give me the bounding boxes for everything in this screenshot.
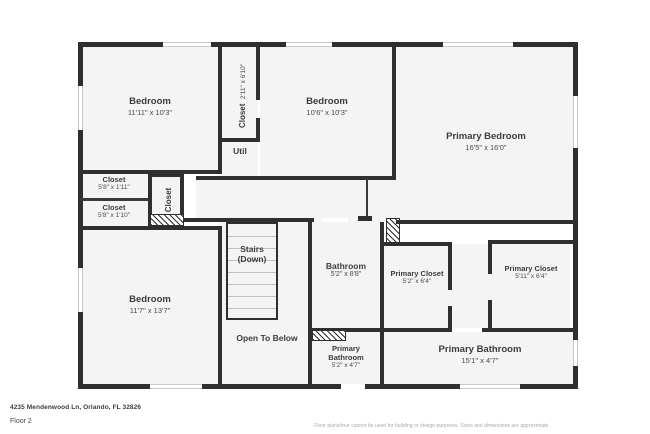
interior-wall-primary-closet-1-top: [384, 242, 452, 246]
door-head-primary-bedroom: [358, 216, 372, 221]
room-fill-primary-bath-sm: [312, 332, 380, 386]
exterior-wall-left: [78, 42, 83, 389]
interior-wall-primary-bath-sm-right: [380, 332, 384, 386]
room-fill-bathroom: [312, 222, 380, 332]
door-opening-primary-bath-lg: [452, 328, 482, 332]
floor-plan-canvas: Bedroom 11'11" x 10'3" Closet 2'11" x 6'…: [78, 42, 578, 389]
room-fill-hall: [196, 178, 396, 222]
interior-wall-closet-top-right-upper: [256, 44, 260, 100]
stair-tread: [228, 296, 276, 297]
window-top-primary-bedroom: [443, 42, 513, 47]
interior-wall-closet-w-right: [148, 172, 152, 228]
stair-tread: [228, 260, 276, 261]
stair-tread: [228, 272, 276, 273]
interior-wall-primary-closet-2-left-upper: [488, 240, 492, 274]
interior-wall-bedroom-nw-right: [218, 44, 222, 174]
closet-shelf-hatch-mid: [150, 214, 184, 226]
interior-wall-primary-closet-1-right-lower: [448, 306, 452, 332]
room-fill-bedroom-sw: [80, 228, 220, 386]
primary-closet-shelf-hatch: [386, 218, 400, 246]
interior-wall-primary-closet-1-right-upper: [448, 242, 452, 290]
window-right-primary-bath: [573, 340, 578, 366]
footer-bar: 4235 Mendenwood Ln, Orlando, FL 32826 Fl…: [0, 396, 650, 434]
door-jamb-primary-bedroom: [366, 178, 368, 218]
door-opening-primary-bath-sm: [341, 384, 365, 389]
label-closet-mid-vert: Closet: [164, 187, 173, 213]
stair-tread: [228, 308, 276, 309]
room-fill-bedroom-n: [260, 44, 394, 178]
window-top-bedroom-nw: [163, 42, 211, 47]
room-fill-closet-top: [222, 44, 258, 140]
disclaimer-text: Floor plans/tour cannot be used for buil…: [314, 423, 550, 429]
room-fill-primary-bath-lg-upper: [448, 244, 492, 332]
floor-label: Floor 2: [10, 418, 32, 425]
interior-wall-closet-w-divider: [80, 198, 150, 201]
interior-wall-closet-top-right-lower: [256, 118, 260, 140]
door-opening-bathroom-top: [322, 218, 348, 222]
stairs-block: [226, 222, 278, 320]
interior-wall-hall-top-right: [258, 176, 396, 180]
room-fill-closet-w-upper: [80, 172, 148, 200]
interior-wall-primary-bedroom-bottom: [396, 220, 576, 224]
exterior-wall-right: [573, 42, 578, 389]
room-fill-primary-bath-lg: [380, 332, 576, 386]
room-fill-primary-closet-1: [384, 246, 448, 332]
interior-wall-bathroom-right: [380, 222, 384, 332]
bathroom-fixture-hatch: [312, 330, 346, 341]
property-address: 4235 Mendenwood Ln, Orlando, FL 32826: [10, 404, 142, 411]
interior-wall-hall-bottom: [184, 218, 314, 222]
interior-wall-bedroom-n-right: [392, 44, 396, 178]
interior-wall-closet-mid-right: [180, 174, 184, 228]
window-right-primary-bedroom: [573, 96, 578, 148]
interior-wall-bedroom-sw-right: [218, 226, 222, 386]
interior-wall-bathroom-bottom: [312, 328, 384, 332]
window-bottom-primary-bath: [460, 384, 520, 389]
interior-wall-hall-top-left: [196, 176, 258, 180]
stair-tread: [228, 236, 276, 237]
window-left-bedroom-nw: [78, 86, 83, 130]
window-left-bedroom-sw: [78, 268, 83, 312]
interior-wall-primary-closet-2-top: [488, 240, 574, 244]
room-fill-primary-bedroom: [396, 44, 576, 224]
window-bottom-bedroom-sw: [150, 384, 202, 389]
room-fill-util: [222, 140, 258, 178]
label-closet-top: Closet 2'11" x 6'10": [238, 63, 247, 129]
interior-wall-primary-closet-2-left-lower: [488, 300, 492, 332]
room-fill-closet-w-lower: [80, 200, 148, 228]
window-top-bedroom-n: [286, 42, 332, 47]
stair-tread: [228, 248, 276, 249]
interior-wall-closet-mid-top: [150, 174, 184, 177]
room-fill-bedroom-nw: [80, 44, 220, 172]
interior-wall-closet-util-divider: [218, 138, 260, 142]
stair-tread: [228, 284, 276, 285]
exterior-wall-bottom: [78, 384, 578, 389]
room-fill-primary-closet-2: [492, 244, 570, 332]
interior-wall-closet-w-bottom: [80, 226, 220, 230]
interior-wall-bathroom-left: [308, 222, 312, 386]
